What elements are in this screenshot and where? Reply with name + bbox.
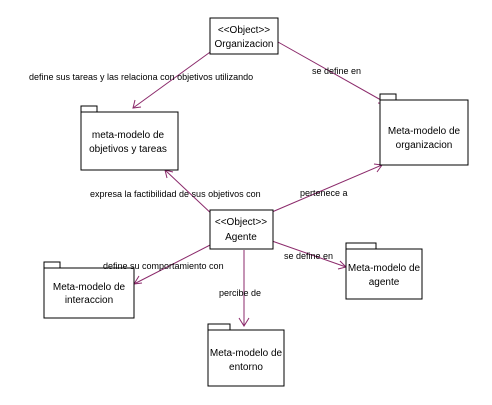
- package-entorno-line2: entorno: [229, 362, 263, 373]
- object-agente-name: Agente: [225, 232, 257, 243]
- package-agente-line2: agente: [369, 277, 400, 288]
- object-organizacion-stereotype: <<Object>>: [218, 25, 270, 36]
- package-objetivos-line1: meta-modelo de: [92, 130, 165, 141]
- edge-label-org-organizacion: se define en: [312, 66, 361, 76]
- object-organizacion[interactable]: <<Object>> Organizacion: [209, 17, 279, 55]
- edge-label-agente-interaccion: define su comportamiento con: [103, 261, 224, 271]
- package-entorno-line1: Meta-modelo de: [210, 348, 283, 359]
- edge-label-agente-entorno: percibe de: [219, 288, 261, 298]
- package-meta-modelo-interaccion[interactable]: Meta-modelo de interaccion: [43, 261, 135, 319]
- package-meta-modelo-objetivos[interactable]: meta-modelo de objetivos y tareas: [80, 105, 179, 171]
- edge-agente-to-entorno: [238, 250, 250, 327]
- edge-label-agente-objetivos: expresa la factibilidad de sus objetivos…: [90, 189, 261, 199]
- object-agente[interactable]: <<Object>> Agente: [209, 209, 274, 250]
- package-interaccion-line2: interaccion: [65, 295, 113, 306]
- object-agente-stereotype: <<Object>>: [215, 217, 267, 228]
- edge-label-agente-agente: se define en: [284, 251, 333, 261]
- package-organizacion-line2: organizacion: [396, 140, 453, 151]
- edge-organizacion-to-objetivos: [132, 49, 214, 109]
- package-organizacion-line1: Meta-modelo de: [388, 126, 461, 137]
- edge-label-agente-organizacion: pertenece a: [300, 188, 348, 198]
- package-agente-line1: Meta-modelo de: [348, 263, 421, 274]
- package-objetivos-line2: objetivos y tareas: [89, 144, 167, 155]
- package-interaccion-line1: Meta-modelo de: [53, 282, 126, 293]
- package-meta-modelo-organizacion[interactable]: Meta-modelo de organizacion: [379, 93, 469, 166]
- edge-label-org-objetivos: define sus tareas y las relaciona con ob…: [29, 72, 253, 82]
- package-meta-modelo-entorno[interactable]: Meta-modelo de entorno: [207, 323, 285, 387]
- object-organizacion-name: Organizacion: [215, 39, 274, 50]
- package-meta-modelo-agente[interactable]: Meta-modelo de agente: [345, 242, 423, 300]
